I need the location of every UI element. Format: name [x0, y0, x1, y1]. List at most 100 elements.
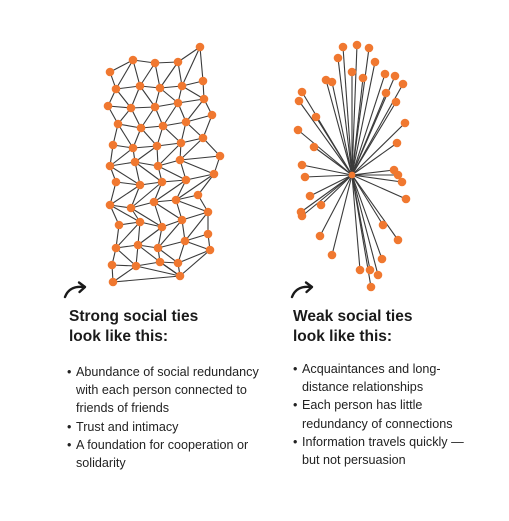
weak-ties-heading: Weak social ties look like this:	[293, 307, 412, 347]
tie-edge	[351, 122, 406, 176]
tie-edge	[179, 155, 221, 161]
person-node	[203, 207, 213, 217]
person-node	[198, 76, 208, 86]
person-node	[181, 117, 191, 127]
person-node	[175, 271, 185, 281]
tie-edge	[197, 173, 215, 196]
tie-edge	[181, 211, 209, 221]
person-node	[309, 142, 319, 152]
weak-ties-bullet-list: Acquaintances and long-distance relation…	[293, 360, 483, 469]
tie-edge	[115, 247, 137, 267]
tie-edge	[337, 57, 353, 176]
person-node	[381, 88, 391, 98]
person-node	[380, 69, 390, 79]
tie-edge	[153, 201, 163, 228]
tie-edge	[351, 73, 386, 176]
tie-edge	[351, 169, 395, 176]
tie-edge	[134, 145, 158, 163]
tie-edge	[313, 146, 353, 176]
person-node	[373, 270, 383, 280]
curved-arrow-icon	[290, 281, 314, 299]
person-node	[321, 75, 331, 85]
person-node	[294, 96, 304, 106]
person-node	[393, 235, 403, 245]
tie-edge	[319, 174, 353, 237]
list-item: Trust and intimacy	[67, 418, 277, 436]
weak-ties-heading-line1: Weak social ties	[293, 308, 413, 325]
person-node	[398, 79, 408, 89]
person-node	[338, 42, 348, 52]
tie-edge	[179, 159, 215, 175]
tie-edge	[315, 116, 353, 176]
person-node	[149, 197, 159, 207]
tie-edge	[351, 101, 397, 176]
weak-ties-heading-line2: look like this:	[293, 328, 393, 345]
person-node	[392, 138, 402, 148]
person-node	[364, 43, 374, 53]
person-node	[105, 200, 115, 210]
tie-edge	[351, 142, 398, 176]
list-item: A foundation for cooperation or solidari…	[67, 436, 277, 472]
tie-edge	[297, 129, 353, 176]
tie-edge	[351, 92, 387, 176]
tie-edge	[137, 244, 161, 263]
curved-arrow-icon	[63, 281, 87, 299]
list-item: Abundance of social redundancy with each…	[67, 363, 277, 418]
tie-edge	[134, 161, 163, 183]
person-node	[207, 110, 217, 120]
tie-edge	[351, 174, 361, 271]
strong-ties-heading: Strong social ties look like this:	[69, 307, 198, 347]
person-node	[390, 71, 400, 81]
person-node	[103, 101, 113, 111]
person-node	[401, 194, 411, 204]
person-node	[173, 258, 183, 268]
person-node	[150, 102, 160, 112]
person-node	[108, 277, 118, 287]
tie-edge	[199, 46, 204, 82]
tie-edge	[351, 174, 403, 183]
person-node	[153, 243, 163, 253]
tie-edge	[298, 100, 353, 176]
tie-edge	[351, 174, 384, 226]
tie-edge	[139, 85, 156, 108]
person-node	[300, 172, 310, 182]
person-node	[209, 169, 219, 179]
person-node	[152, 141, 162, 151]
person-node	[391, 97, 401, 107]
person-node	[111, 243, 121, 253]
person-node	[150, 58, 160, 68]
tie-edge	[135, 265, 181, 277]
tie-edge	[175, 173, 215, 201]
person-node	[131, 261, 141, 271]
person-node	[130, 157, 140, 167]
tie-edge	[139, 62, 156, 87]
person-node	[355, 265, 365, 275]
person-node	[393, 170, 403, 180]
person-node	[135, 217, 145, 227]
tie-edge	[179, 249, 211, 277]
tie-edge	[331, 174, 353, 256]
tie-edge	[351, 174, 379, 276]
tie-edge	[157, 165, 187, 181]
tie-edge	[177, 46, 201, 63]
tie-edge	[130, 181, 163, 209]
tie-edge	[325, 79, 353, 176]
person-node	[173, 57, 183, 67]
person-node	[177, 81, 187, 91]
person-node	[193, 190, 203, 200]
tie-edge	[184, 240, 211, 251]
tie-edge	[153, 179, 187, 203]
person-node	[305, 191, 315, 201]
person-node	[365, 265, 375, 275]
person-node	[133, 240, 143, 250]
tie-edge	[320, 174, 353, 206]
tie-edge	[309, 174, 353, 197]
tie-edge	[153, 201, 183, 221]
tie-edge	[185, 98, 205, 123]
person-node	[215, 151, 225, 161]
person-node	[136, 123, 146, 133]
person-node	[171, 195, 181, 205]
person-node	[177, 215, 187, 225]
person-node	[128, 55, 138, 65]
tie-edge	[351, 174, 399, 241]
